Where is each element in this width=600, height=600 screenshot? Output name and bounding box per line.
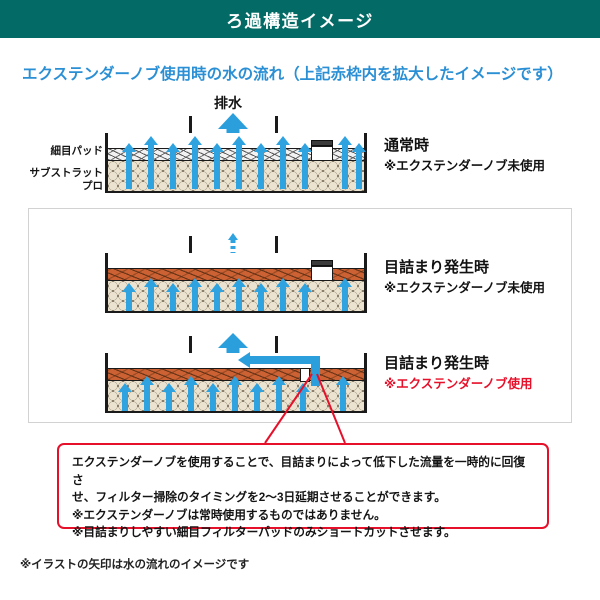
tank-lip-left-vertical [189, 236, 192, 256]
flow-arrow [232, 278, 246, 311]
page-header: ろ過構造イメージ [0, 0, 600, 38]
state-title: 目詰まり発生時 [384, 259, 490, 276]
flow-arrow [210, 283, 224, 311]
flow-arrow [296, 383, 310, 411]
flow-arrow [166, 143, 180, 189]
tank-lip-left-vertical [189, 116, 192, 136]
callout-line-2: せ、フィルター掃除のタイミングを2～3日延期させることができます。 [72, 491, 446, 504]
flow-arrow [228, 376, 242, 411]
tank-lip-right-vertical [275, 116, 278, 136]
flow-arrow [352, 143, 366, 189]
substrate-label-line2: プロ [82, 180, 103, 192]
flow-arrow [336, 376, 350, 411]
tank-lip-right-vertical [275, 236, 278, 256]
flow-arrow [122, 143, 136, 189]
callout-line-1: エクステンダーノブを使用することで、目詰まりによって低下した流量を一時的に回復さ [72, 456, 526, 487]
flow-arrow [144, 136, 158, 189]
flow-arrow [118, 383, 132, 411]
flow-arrow [254, 143, 268, 189]
fine-pad-label: 細目パッド [50, 145, 104, 157]
bypass-pipe-arrowhead [238, 352, 250, 368]
flow-arrow [298, 143, 312, 189]
flow-arrow [210, 143, 224, 189]
flow-arrow [144, 278, 158, 311]
flow-arrow [162, 383, 176, 411]
flow-arrow [188, 278, 202, 311]
flow-arrow [166, 283, 180, 311]
callout-line-4: ※目詰まりしやすい細目フィルターパッドのみショートカットさせます。 [72, 526, 456, 539]
flow-arrow [338, 136, 352, 189]
flow-arrow [276, 278, 290, 311]
bypass-pipe-horizontal [249, 356, 315, 364]
callout-box: エクステンダーノブを使用することで、目詰まりによって低下した流量を一時的に回復さ… [57, 443, 549, 539]
flow-arrow [254, 283, 268, 311]
diagram-normal: 排水 [0, 0, 600, 200]
flow-arrow [122, 283, 136, 311]
state-title: 目詰まり発生時 [384, 355, 490, 372]
flow-arrow [206, 383, 220, 411]
subtitle-text: エクステンダーノブ使用時の水の流れ（上記赤枠内を拡大したイメージです） [22, 66, 563, 83]
flow-arrow [140, 376, 154, 411]
callout-line-3: ※エクステンダーノブは常時使用するものではありません。 [72, 508, 386, 522]
flow-arrow [250, 383, 264, 411]
extender-knob-bypass-pipe [238, 352, 320, 386]
flow-arrow [338, 278, 352, 311]
state-subtitle: ※エクステンダーノブ未使用 [384, 159, 546, 173]
flow-arrow [184, 376, 198, 411]
page-title: ろ過構造イメージ [226, 11, 374, 31]
state-subtitle: ※エクステンダーノブ使用 [384, 377, 533, 391]
tank-lip-right-vertical [275, 336, 278, 356]
drain-label: 排水 [214, 95, 242, 111]
state-title: 通常時 [384, 137, 430, 154]
diagram-clogged-no-knob: 目詰まり発生時 ※エクステンダーノブ未使用 [105, 233, 546, 313]
flow-arrow [272, 376, 286, 411]
flow-arrow [298, 283, 312, 311]
flow-arrow [276, 136, 290, 189]
diagram-clogged-with-knob: 目詰まり発生時 ※エクステンダーノブ使用 [105, 333, 533, 413]
extender-knob-closed[interactable] [311, 260, 333, 281]
bypass-pipe-vertical [311, 356, 320, 386]
tank-lip-left-vertical [189, 336, 192, 356]
flow-arrow [188, 136, 202, 189]
extender-knob-open[interactable] [300, 368, 310, 382]
substrate-label-line1: サブストラット [29, 167, 104, 179]
flow-arrow [232, 136, 246, 189]
footnote-text: ※イラストの矢印は水の流れのイメージです [20, 559, 250, 571]
state-subtitle: ※エクステンダーノブ未使用 [384, 281, 546, 295]
